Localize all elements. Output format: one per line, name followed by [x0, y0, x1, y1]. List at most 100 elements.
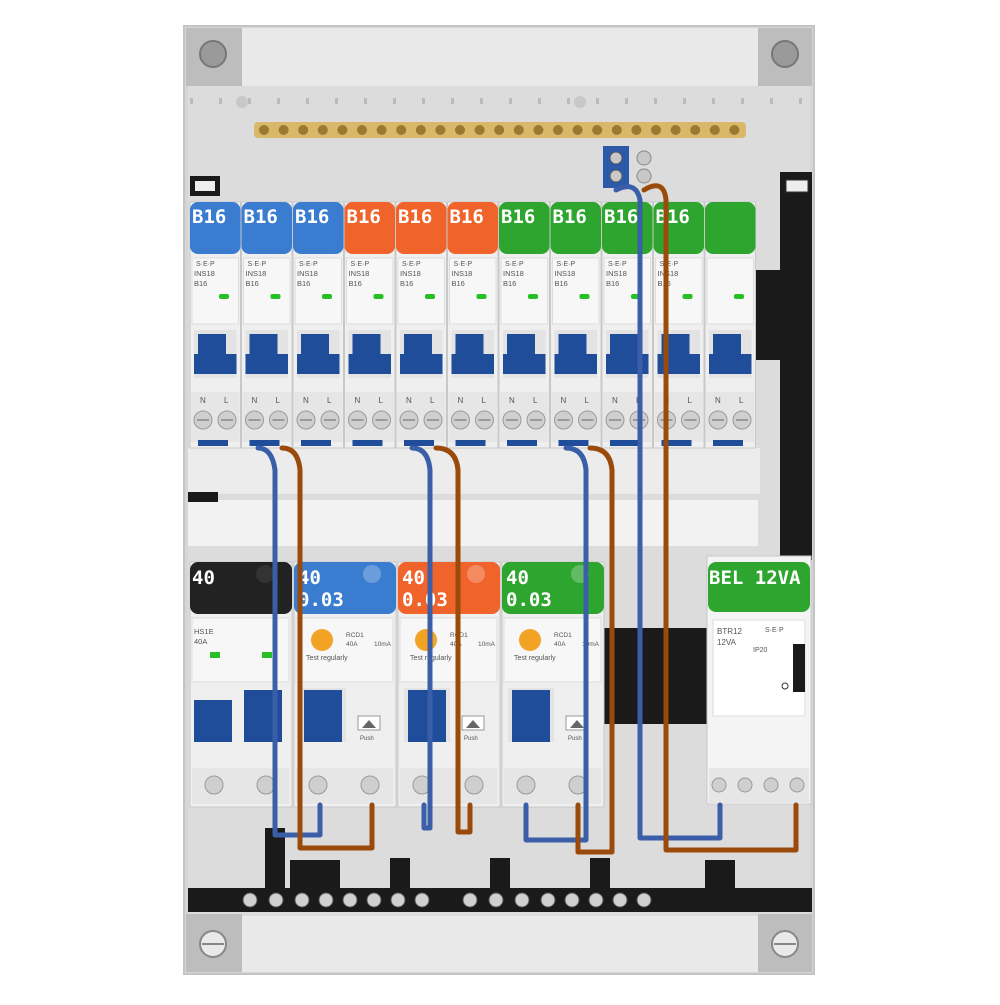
earth-hole — [396, 125, 407, 135]
brand-logo: S·E·P — [402, 261, 421, 268]
mcb-model: INS18 — [297, 269, 318, 278]
rail-tick — [683, 98, 686, 104]
bar-screw — [294, 892, 310, 908]
mcb-label: B16 — [192, 206, 226, 228]
bell-cap — [708, 562, 810, 612]
rcd-push-text: Push — [464, 736, 478, 742]
right-black-rail — [780, 172, 812, 560]
terminal-letter-l: L — [688, 396, 693, 405]
terminal-letter-l: L — [379, 396, 384, 405]
terminal-letter-n: N — [200, 396, 206, 405]
mcb-label: B16 — [501, 206, 535, 228]
rcd-label-line1: 40 — [506, 567, 529, 589]
wire-blue — [613, 184, 723, 841]
mcb-face — [397, 257, 445, 325]
rcd-toggle — [304, 690, 342, 742]
earth-hole — [533, 125, 544, 135]
mcb-toggle-base — [709, 354, 752, 374]
terminal-screw — [308, 775, 328, 795]
mcb-indicator — [322, 294, 332, 299]
mcb-rating: B16 — [194, 279, 207, 288]
terminal-letter-n: N — [715, 396, 721, 405]
mcb-toggle-base — [400, 354, 443, 374]
earth-bar-screws — [259, 125, 740, 135]
bar-screw — [514, 892, 530, 908]
bar-screw — [366, 892, 382, 908]
earth-hole — [709, 125, 720, 135]
terminal-letter-l: L — [430, 396, 435, 405]
mcb-color-cap — [293, 202, 344, 254]
rail-tick — [712, 98, 715, 104]
rcd-push-text: Push — [360, 736, 374, 742]
push-arrow — [466, 720, 480, 728]
rail-tick — [799, 98, 802, 104]
mcb-rating: B16 — [246, 279, 259, 288]
push-arrow — [362, 720, 376, 728]
mcb-toggle-base — [297, 354, 340, 374]
rcd-push-text: Push — [568, 736, 582, 742]
mcb-model: INS18 — [606, 269, 627, 278]
rail-tick — [248, 98, 251, 104]
rail-tick — [219, 98, 222, 104]
terminal-letter-n: N — [509, 396, 515, 405]
earth-hole — [572, 125, 583, 135]
rcd-test-text: Test regularly — [514, 655, 556, 662]
earth-hole — [729, 125, 740, 135]
enclosure-bottom-cover — [242, 914, 758, 972]
wire-blue — [409, 445, 433, 831]
earth-hole — [317, 125, 328, 135]
terminal-screw — [516, 775, 536, 795]
earth-hole — [494, 125, 505, 135]
cap-knob — [363, 565, 381, 583]
mcb-color-cap — [550, 202, 601, 254]
earth-hole — [278, 125, 289, 135]
top-rail — [190, 96, 802, 108]
mcb-indicator — [734, 294, 744, 299]
terminal-clip — [301, 440, 331, 446]
enclosure-top-cover — [242, 28, 758, 86]
rcd-label-line2: 0.03 — [506, 589, 552, 611]
rcd-label-line2: 0.03 — [298, 589, 344, 611]
rail-tick — [364, 98, 367, 104]
mcb-model: INS18 — [400, 269, 421, 278]
earth-hole — [513, 125, 524, 135]
mcb-face — [603, 257, 651, 325]
rcd-cap — [398, 562, 500, 614]
rail-tick — [451, 98, 454, 104]
bell-led — [781, 682, 789, 690]
bar-screw — [342, 892, 358, 908]
bell-model: BTR12 — [717, 627, 742, 636]
mcb-color-cap — [344, 202, 395, 254]
mcb-rating: B16 — [503, 279, 516, 288]
terminal-clip — [558, 440, 589, 446]
bar-screw — [588, 892, 604, 908]
mcb-face — [243, 257, 291, 325]
terminal-clip — [455, 440, 486, 446]
brand-logo: S·E·P — [505, 261, 524, 268]
earth-hole — [670, 125, 681, 135]
terminal-letter-n: N — [561, 396, 567, 405]
rail-tick — [654, 98, 657, 104]
terminal-clip — [507, 440, 537, 446]
mcb-face — [449, 257, 497, 325]
mcb-indicator — [476, 294, 487, 299]
mcb-color-cap — [396, 202, 447, 254]
mcb-face — [655, 257, 703, 325]
rcd-sensitivity: 10mA — [374, 641, 392, 648]
bell-label: BEL 12VA — [709, 567, 801, 589]
rail-tick — [625, 98, 628, 104]
bar-screw — [390, 892, 406, 908]
rail-screw — [574, 96, 586, 108]
terminal-letter-l: L — [224, 396, 229, 405]
mcb-indicator — [270, 294, 281, 299]
terminal-clip — [610, 440, 640, 446]
rail-tick — [306, 98, 309, 104]
earth-hole — [611, 125, 622, 135]
mcb-indicator — [425, 294, 435, 299]
